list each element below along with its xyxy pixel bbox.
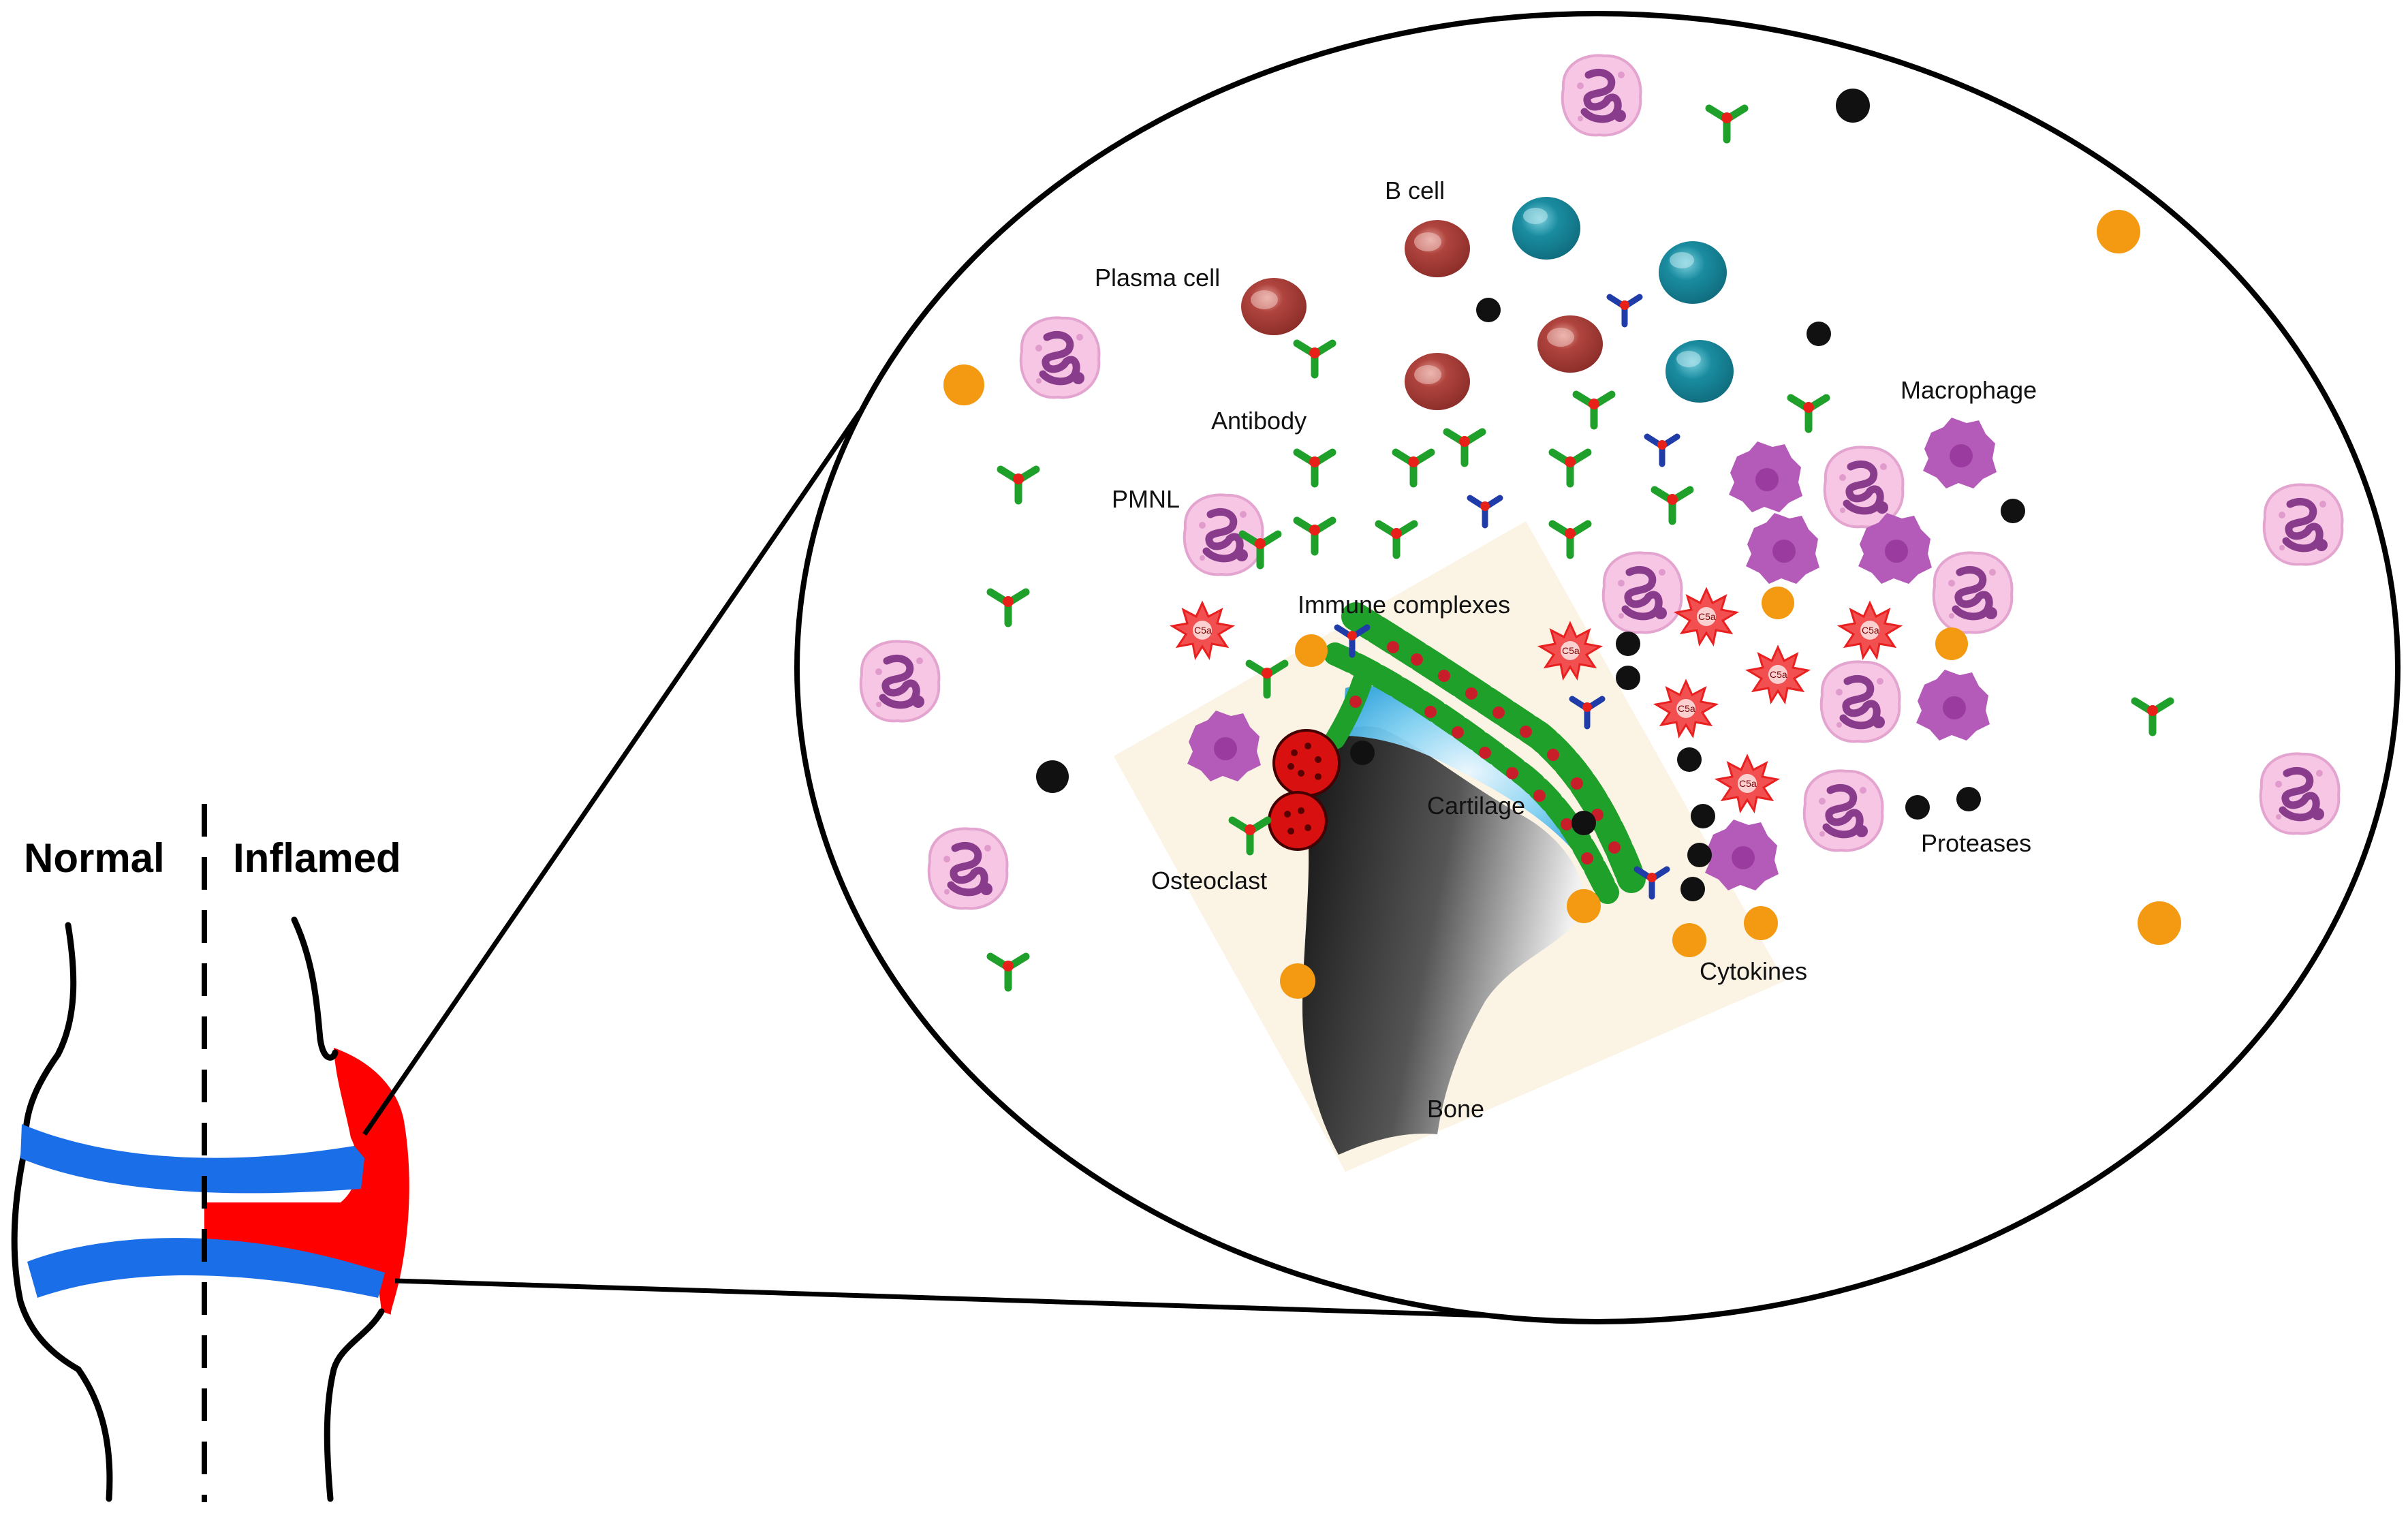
proteases	[1036, 89, 2025, 901]
svg-text:C5a: C5a	[1698, 611, 1716, 622]
joint-schematic: Normal Inflamed	[11, 804, 409, 1502]
lower-bone-right-outline	[324, 1308, 385, 1502]
inflamed-label: Inflamed	[233, 835, 401, 881]
svg-text:C5a: C5a	[1739, 778, 1757, 789]
pmnl-cell	[2264, 484, 2343, 564]
label-macrophage: Macrophage	[1901, 376, 2037, 404]
upper-bone-left-outline	[22, 922, 77, 1134]
svg-text:C5a: C5a	[1770, 669, 1787, 680]
label-antibody: Antibody	[1211, 407, 1307, 435]
cartilage-layer	[1342, 685, 1594, 858]
pmnl-cell	[1804, 771, 1883, 850]
label-proteases: Proteases	[1921, 829, 2031, 857]
label-plasma-cell: Plasma cell	[1095, 264, 1220, 292]
lower-cartilage	[27, 1238, 385, 1298]
label-b-cell: B cell	[1385, 176, 1445, 204]
svg-text:C5a: C5a	[1194, 625, 1212, 636]
label-osteoclast: Osteoclast	[1151, 867, 1267, 895]
pmnl-cell	[861, 641, 939, 721]
pmnl-cell	[1934, 553, 2012, 632]
lower-bone-left-outline	[75, 1366, 113, 1502]
pmnl-cell	[1604, 553, 1682, 632]
pmnl-cell	[2261, 753, 2339, 833]
cytokines	[943, 210, 2181, 999]
magnified-view: C5a C5a C5a C5a C5a C5a C5a	[794, 11, 2401, 1324]
pmnl-cell	[1021, 317, 1099, 397]
pmnl-cell	[929, 828, 1007, 908]
zoom-line-upper	[362, 411, 862, 1136]
bone	[1302, 726, 1584, 1155]
immune-complex-chain	[1324, 602, 1646, 904]
osteoclast	[1268, 729, 1341, 851]
upper-cartilage	[20, 1124, 364, 1194]
label-cytokines: Cytokines	[1700, 957, 1807, 985]
pmnl-cell	[1185, 495, 1263, 574]
label-pmnl: PMNL	[1112, 485, 1180, 513]
normal-label: Normal	[24, 835, 165, 881]
cell-labels: B cell Plasma cell Antibody PMNL Macroph…	[1095, 176, 2037, 1123]
svg-text:C5a: C5a	[1562, 645, 1580, 656]
upper-bone-right-outline	[291, 916, 339, 1061]
label-immune-complexes: Immune complexes	[1298, 591, 1510, 619]
joint-left-side-outline	[11, 1141, 82, 1373]
complement-tags: C5a C5a C5a C5a C5a C5a C5a	[1194, 611, 1879, 789]
label-bone: Bone	[1427, 1095, 1484, 1123]
pmnl-cell	[1821, 662, 1900, 741]
svg-text:C5a: C5a	[1678, 703, 1695, 714]
pmnl-cell	[1563, 55, 1641, 135]
svg-text:C5a: C5a	[1862, 625, 1879, 636]
zoom-line-lower	[394, 1278, 1574, 1321]
label-cartilage: Cartilage	[1427, 792, 1525, 820]
